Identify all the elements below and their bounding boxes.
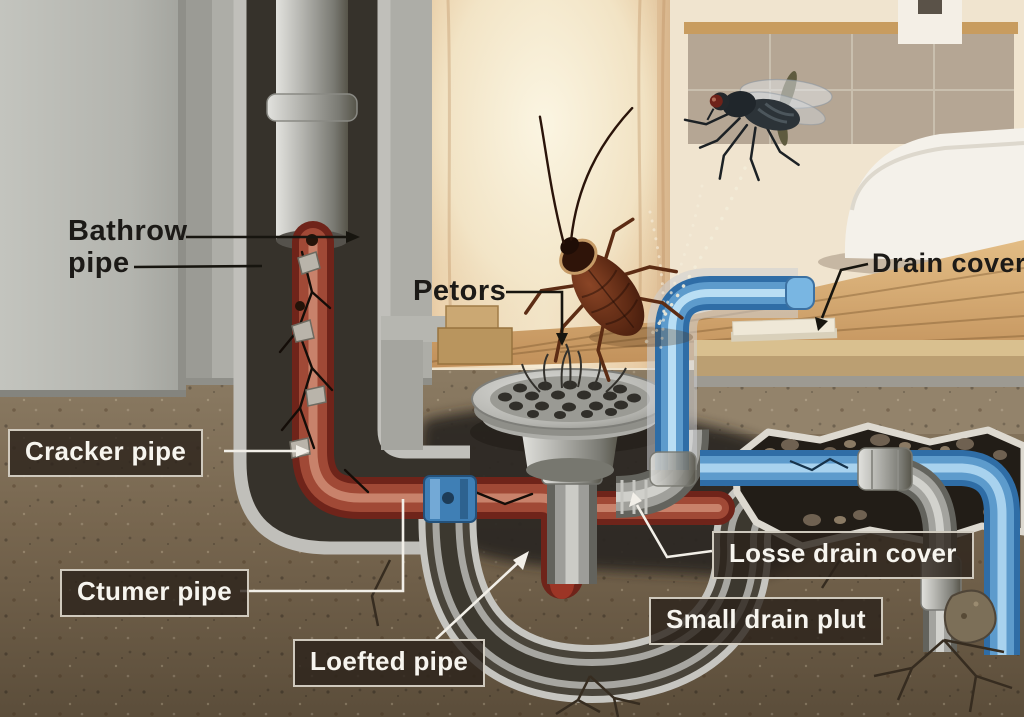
spray-trail bbox=[640, 166, 747, 354]
leader-lines-dark bbox=[133, 231, 869, 346]
platform-step-right bbox=[694, 317, 1024, 387]
blue-water-pipe-lower bbox=[700, 447, 1020, 655]
label-ctumer-pipe: Ctumer pipe bbox=[60, 569, 249, 617]
label-drain-cover: Drain cover bbox=[872, 248, 1024, 278]
drain-hairs bbox=[521, 343, 627, 393]
blue-clamp-coupling bbox=[423, 475, 477, 523]
label-pests: Petors bbox=[413, 275, 507, 307]
left-wall bbox=[0, 0, 186, 397]
label-bathrow-pipe-line2: pipe bbox=[68, 246, 130, 279]
label-loefted-pipe: Loefted pipe bbox=[293, 639, 486, 687]
label-cracker-pipe: Cracker pipe bbox=[8, 429, 204, 477]
white-mat bbox=[730, 317, 838, 342]
u-trap bbox=[418, 474, 780, 704]
leader-lines-light bbox=[224, 445, 713, 640]
drain-fly bbox=[683, 78, 833, 182]
wall-drain-pipe bbox=[266, 0, 358, 250]
label-bathrow-pipe-line1: Bathrow bbox=[68, 215, 188, 247]
label-bathrow-pipe: Bathrow pipe bbox=[68, 215, 188, 280]
label-losse-drain-cover: Losse drain cover bbox=[712, 531, 974, 579]
label-small-drain-plut: Small drain plut bbox=[649, 597, 883, 645]
cockroach bbox=[524, 106, 694, 382]
blue-water-pipe-upper bbox=[647, 268, 815, 487]
floor-drain-grate bbox=[470, 343, 670, 482]
wood-step-blocks bbox=[437, 305, 513, 365]
